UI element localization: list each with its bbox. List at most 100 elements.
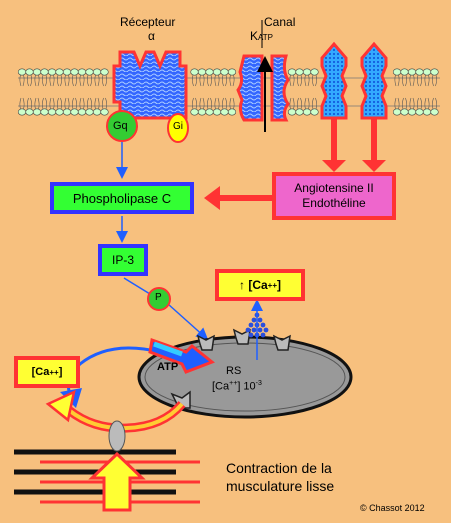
lipid-head <box>55 108 64 116</box>
lipid-head <box>422 108 432 116</box>
agonist-line2: Endothéline <box>302 196 366 210</box>
lipid-head <box>392 108 402 116</box>
lipid-tail <box>199 74 205 87</box>
lipid-tail <box>297 97 302 110</box>
lipid-head <box>32 108 42 116</box>
lipid-tail <box>424 97 430 110</box>
lipid-tail <box>402 74 407 87</box>
lipid-head <box>40 68 49 76</box>
lipid-tail <box>289 74 295 87</box>
endothelin-receptor <box>360 41 388 120</box>
lipid-head <box>220 108 229 116</box>
lipid-tail <box>229 74 235 87</box>
lipid-tail <box>19 97 25 110</box>
lipid-tail <box>402 97 407 110</box>
lipid-tail <box>64 74 70 87</box>
ca-increase-sup: ++ <box>267 280 278 290</box>
lipid-tail <box>102 74 107 87</box>
lipid-tail <box>19 74 25 87</box>
lipid-tail <box>222 74 227 87</box>
lipid-head <box>190 108 199 116</box>
lipid-tail <box>49 97 55 110</box>
lipid-tail <box>417 97 422 110</box>
receptor-subtype: α <box>148 29 155 43</box>
katp-k: K <box>250 29 259 43</box>
lipid-head <box>227 108 237 116</box>
katp-label: KATP <box>250 29 273 43</box>
lipid-head <box>70 68 79 76</box>
lipid-tail <box>64 97 70 110</box>
lipid-head <box>302 108 312 116</box>
lipid-tail <box>229 97 235 110</box>
lipid-tail <box>27 97 32 110</box>
lipid-head <box>422 68 432 76</box>
ca-cytosol-right: ] <box>58 366 63 378</box>
lipid-head <box>25 108 34 116</box>
ca-increase-box: ↑ [Ca++] <box>215 269 305 301</box>
lipid-head <box>40 108 49 116</box>
lipid-tail <box>424 74 430 87</box>
lipid-head <box>190 68 199 76</box>
gq-label: Gq <box>113 120 128 132</box>
lipid-tail <box>199 97 205 110</box>
lipid-tail <box>304 97 310 110</box>
channel-label: Canal <box>264 15 295 29</box>
lipid-head <box>62 108 72 116</box>
lipid-tail <box>409 74 415 87</box>
ca-up-arrow-glyph: ↑ <box>238 278 245 292</box>
lipid-tail <box>192 97 197 110</box>
contractile-link <box>108 420 126 452</box>
lipid-tail <box>214 97 220 110</box>
lipid-head <box>197 108 207 116</box>
lipid-tail <box>207 74 212 87</box>
ca-increase-right: ] <box>277 278 282 292</box>
plc-label: Phospholipase C <box>72 190 172 206</box>
lipid-head <box>295 68 304 76</box>
lipid-tail <box>49 74 55 87</box>
lipid-head <box>430 68 439 76</box>
lipid-head <box>47 108 57 116</box>
lipid-tail <box>87 97 92 110</box>
lipid-head <box>70 108 79 116</box>
lipid-head <box>310 68 319 76</box>
rs-channels <box>170 328 291 409</box>
lipid-tail <box>214 74 220 87</box>
rs-label: RS <box>226 365 242 377</box>
lipid-tail <box>222 97 227 110</box>
lipid-head <box>415 68 424 76</box>
lipid-head <box>415 108 424 116</box>
lipid-tail <box>57 74 62 87</box>
contraction-label: Contraction de la musculature lisse <box>226 459 334 495</box>
cell-membrane <box>17 68 440 116</box>
contraction-line2: musculature lisse <box>226 478 335 494</box>
ca-cytosol-left: [Ca <box>31 366 50 378</box>
lipid-tail <box>432 97 437 110</box>
lipid-head <box>77 108 87 116</box>
lipid-head <box>100 68 109 76</box>
plc-box: Phospholipase C <box>50 182 194 214</box>
rs-conc-mid: ] 10 <box>237 380 256 393</box>
lipid-tail <box>432 74 437 87</box>
receptor-to-agonist-arrows <box>322 118 386 172</box>
lipid-head <box>197 68 207 76</box>
p-protein <box>147 287 171 311</box>
rs-concentration: [Ca++] 10-3 <box>212 380 262 393</box>
lipid-tail <box>94 74 100 87</box>
lipid-tail <box>417 74 422 87</box>
lipid-head <box>85 108 94 116</box>
lipid-head <box>407 108 417 116</box>
rs-conc-left: [Ca <box>212 380 230 393</box>
agonist-box: Angiotensine II Endothéline <box>272 172 396 220</box>
lipid-tail <box>289 97 295 110</box>
lipid-head <box>295 108 304 116</box>
lipid-tail <box>312 74 317 87</box>
lipid-tail <box>72 74 77 87</box>
agonist-line1: Angiotensine II <box>294 181 374 195</box>
myosin-filament <box>14 449 176 455</box>
lipid-tail <box>207 97 212 110</box>
lipid-head <box>55 68 64 76</box>
gi-protein <box>167 113 189 143</box>
lipid-head <box>25 68 34 76</box>
agonist-to-plc-arrow <box>204 186 276 210</box>
